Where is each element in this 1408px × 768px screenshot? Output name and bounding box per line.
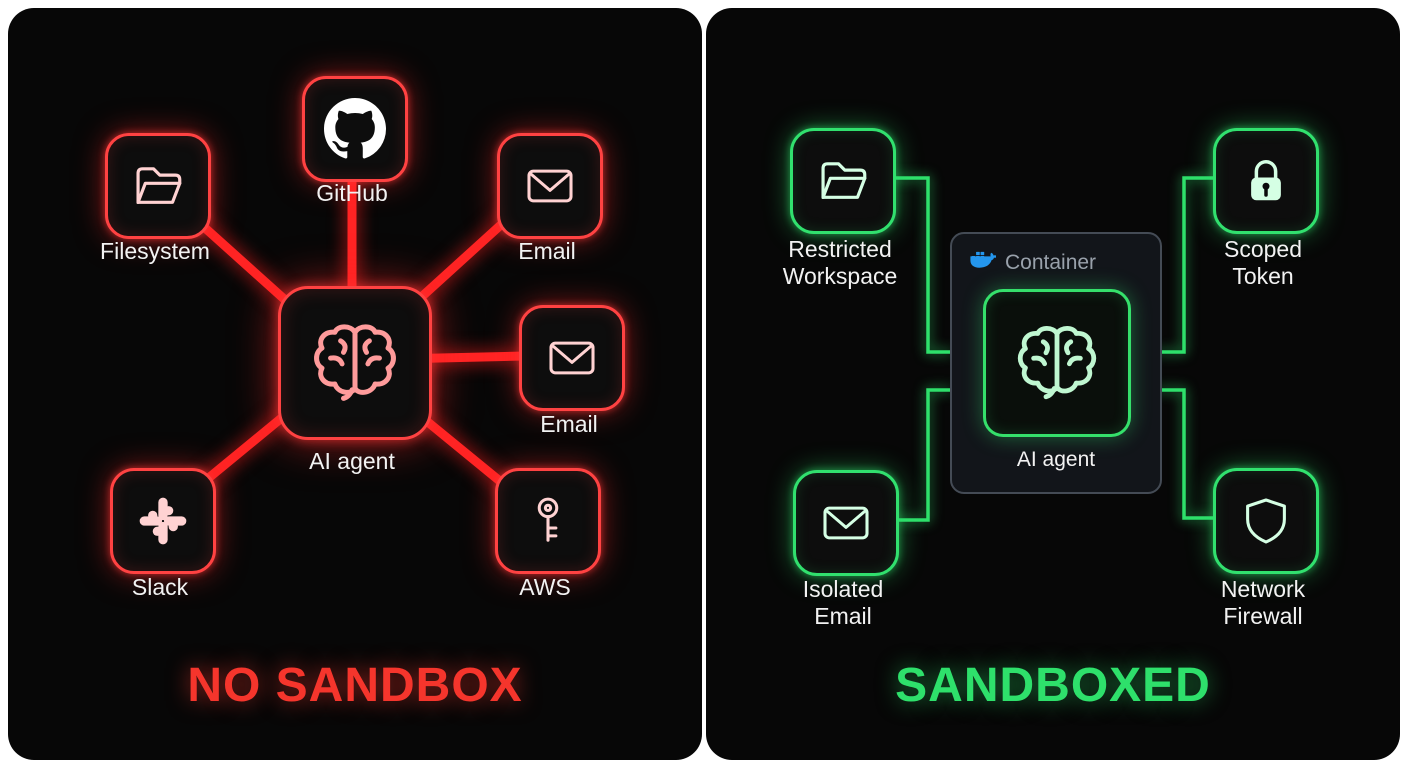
- slack-icon: [135, 493, 191, 549]
- network-firewall-node: [1213, 468, 1319, 574]
- network-firewall-label: Network Firewall: [1220, 576, 1306, 630]
- slack-node: [110, 468, 216, 574]
- key-icon: [520, 493, 576, 549]
- brain-icon: [1013, 317, 1101, 410]
- slack-label: Slack: [131, 574, 189, 600]
- sandboxed-ai-agent-node: [983, 289, 1131, 437]
- docker-icon: [970, 250, 998, 276]
- brain-icon: [309, 315, 401, 412]
- folder-icon: [814, 152, 872, 210]
- container-box: Container AI agent: [950, 232, 1162, 494]
- github-label: GitHub: [316, 180, 388, 206]
- restricted-workspace-node: [790, 128, 896, 234]
- email-right-node: [519, 305, 625, 411]
- email-top-node: [497, 133, 603, 239]
- container-label: Container: [1005, 251, 1097, 274]
- aws-node: [495, 468, 601, 574]
- shield-icon: [1238, 493, 1294, 549]
- folder-icon: [129, 157, 187, 215]
- filesystem-node: [105, 133, 211, 239]
- sandboxed-ai-agent-label: AI agent: [1016, 448, 1096, 471]
- envelope-icon: [818, 495, 874, 551]
- isolated-email-label: Isolated Email: [802, 576, 884, 630]
- container-header: Container: [970, 250, 1096, 276]
- scoped-token-node: [1213, 128, 1319, 234]
- scoped-token-label: Scoped Token: [1223, 236, 1302, 290]
- email-top-label: Email: [518, 238, 576, 264]
- ai-agent-node: [278, 286, 432, 440]
- github-node: [302, 76, 408, 182]
- envelope-icon: [522, 158, 578, 214]
- github-icon: [324, 98, 386, 160]
- isolated-email-node: [793, 470, 899, 576]
- restricted-workspace-label: Restricted Workspace: [782, 236, 898, 290]
- filesystem-label: Filesystem: [100, 238, 210, 264]
- lock-icon: [1238, 153, 1294, 209]
- no-sandbox-title: NO SANDBOX: [187, 659, 523, 712]
- sandboxed-panel: Container AI agent: [706, 8, 1400, 760]
- aws-label: AWS: [519, 574, 571, 600]
- envelope-icon: [544, 330, 600, 386]
- sandboxed-title: SANDBOXED: [895, 659, 1211, 712]
- ai-agent-label: AI agent: [309, 448, 395, 474]
- email-right-label: Email: [540, 411, 598, 437]
- green-connector-lines: [888, 176, 1215, 522]
- no-sandbox-panel: GitHub Filesystem Email: [8, 8, 702, 760]
